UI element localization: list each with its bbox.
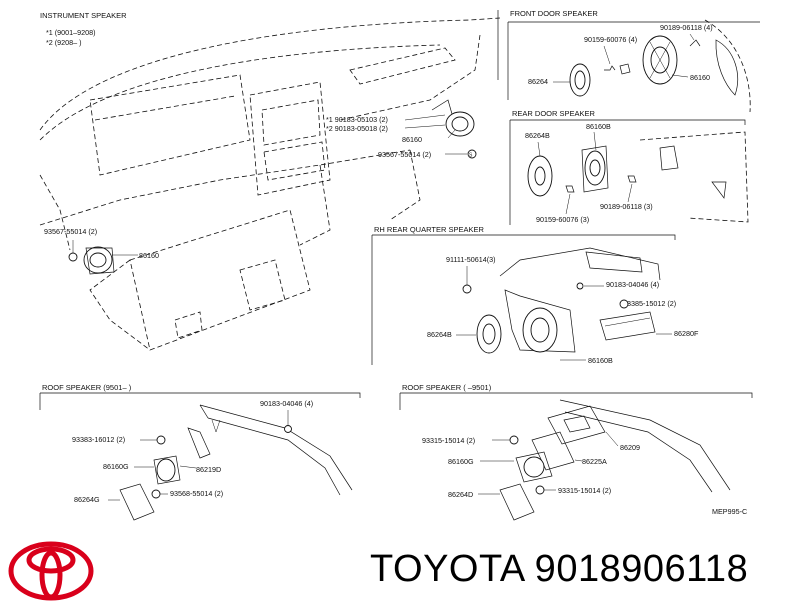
- rh-rear-quarter-speaker-section: RH REAR QUARTER SPEAKER 91111-50614(3) 9…: [374, 225, 699, 365]
- part-label: 86160G: [448, 457, 474, 466]
- screw-icon: [467, 149, 477, 159]
- part-label: 86264D: [448, 490, 473, 499]
- part-label: 86225A: [582, 457, 607, 466]
- screw-icon: [619, 299, 629, 309]
- instrument-speaker-upper: S: [404, 99, 477, 159]
- rh-rear-quarter-speaker-title: RH REAR QUARTER SPEAKER: [374, 225, 484, 234]
- part-label: 86160: [139, 251, 159, 260]
- part-label: 86209: [620, 443, 640, 452]
- roof-speaker-early-parts: [478, 399, 731, 521]
- roof-speaker-early-title: ROOF SPEAKER ( –9501): [402, 383, 492, 392]
- diagram-reference-code: MEP995-C: [712, 507, 747, 516]
- part-label: 86160B: [586, 122, 611, 131]
- bolt-icon: [576, 282, 584, 290]
- part-label: 86264B: [525, 131, 550, 140]
- part-label: 86264B: [427, 330, 452, 339]
- part-label: 93383-16012 (2): [72, 435, 125, 444]
- part-label: 86160: [402, 135, 422, 144]
- screw-icon: [535, 485, 545, 495]
- toyota-logo: [8, 541, 94, 601]
- section-divider: [510, 119, 746, 125]
- part-label: *2 90183-05018 (2): [326, 124, 388, 133]
- rear-door-speaker-parts: [527, 131, 749, 223]
- product-caption: TOYOTA 9018906118: [370, 548, 749, 590]
- rear-door-speaker-title: REAR DOOR SPEAKER: [512, 109, 596, 118]
- part-label: 93568-55014 (2): [170, 489, 223, 498]
- section-divider: [40, 392, 361, 398]
- part-label: 90159-60076 (4): [584, 35, 637, 44]
- part-label: 86264: [528, 77, 548, 86]
- instrument-speaker-section: INSTRUMENT SPEAKER *1 (9001–9208) *2 (92…: [39, 11, 501, 351]
- svg-text:S: S: [469, 153, 473, 159]
- part-label: 86219D: [196, 465, 221, 474]
- part-label: 91111-50614(3): [446, 255, 496, 264]
- section-divider: [400, 392, 753, 398]
- screw-icon: [151, 489, 161, 499]
- roof-speaker-late-title: ROOF SPEAKER (9501– ): [42, 383, 132, 392]
- roof-speaker-early-section: ROOF SPEAKER ( –9501) 93315-15014 (2) 86…: [402, 383, 747, 521]
- roof-speaker-late-section: ROOF SPEAKER (9501– ) 90183-04046 (4) 93…: [42, 383, 353, 521]
- part-label: 90189-06118 (3): [600, 202, 653, 211]
- part-label: 93567-55014 (2): [378, 150, 431, 159]
- part-label: 90159-60076 (3): [536, 215, 589, 224]
- bolt-icon: [462, 284, 472, 294]
- dashboard-outline: [39, 17, 501, 351]
- part-label: 90183-04046 (4): [260, 399, 313, 408]
- bolt-icon: [509, 435, 519, 445]
- part-label: 86280F: [674, 329, 699, 338]
- instrument-speaker-lower: [68, 240, 138, 275]
- instrument-speaker-title: INSTRUMENT SPEAKER: [40, 11, 127, 20]
- part-label: 86160: [690, 73, 710, 82]
- part-label: 93385-15012 (2): [623, 299, 676, 308]
- rh-rear-quarter-speaker-parts: [456, 247, 672, 361]
- part-label: *1 90183-05103 (2): [326, 115, 388, 124]
- bolt-icon: [284, 425, 292, 433]
- part-label: 86264G: [74, 495, 100, 504]
- front-door-speaker-section: FRONT DOOR SPEAKER 90159-60076 (4) 90189…: [510, 9, 751, 113]
- instrument-variant-1: *1 (9001–9208): [46, 28, 96, 37]
- part-label: 90183-04046 (4): [606, 280, 659, 289]
- part-label: 90189-06118 (4): [660, 23, 713, 32]
- part-label: 86160G: [103, 462, 129, 471]
- rear-door-speaker-section: REAR DOOR SPEAKER 86264B 86160B 90159-60…: [512, 109, 749, 224]
- section-divider: [372, 234, 676, 240]
- part-label: 93567-55014 (2): [44, 227, 97, 236]
- part-label: 93315-15014 (2): [422, 436, 475, 445]
- front-door-speaker-title: FRONT DOOR SPEAKER: [510, 9, 598, 18]
- screw-icon: [68, 252, 78, 262]
- part-label: 93315-15014 (2): [558, 486, 611, 495]
- part-label: 86160B: [588, 356, 613, 365]
- front-door-speaker-parts: [553, 19, 751, 113]
- roof-speaker-late-parts: [108, 404, 353, 521]
- instrument-variant-2: *2 (9208– ): [46, 38, 82, 47]
- bolt-icon: [156, 435, 166, 445]
